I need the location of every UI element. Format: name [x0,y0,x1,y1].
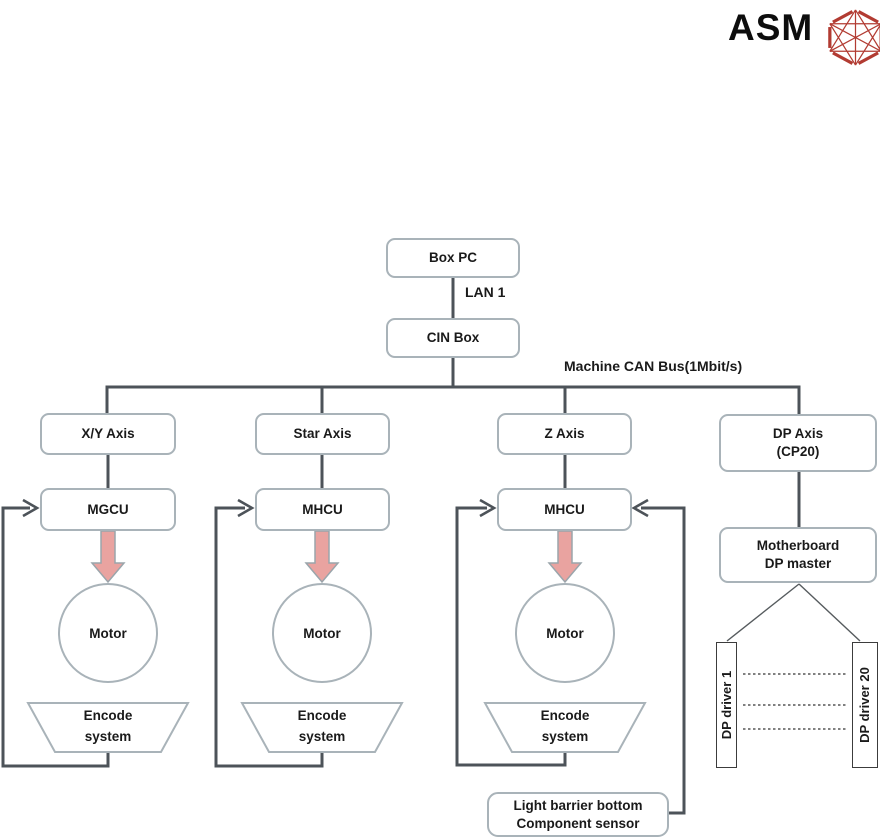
link-master-driver1 [726,583,800,642]
mhcu-z-node: MHCU [497,488,632,531]
motor-label-star: Motor [303,625,341,641]
lan1-label: LAN 1 [465,284,506,300]
thin-links [726,583,861,730]
drive-arrow-star [304,530,340,584]
dp-driver-1-label: DP driver 1 [719,670,734,740]
asm-logo-text: ASM [728,7,814,48]
xy-axis-label: X/Y Axis [81,426,135,442]
cin-box-label: CIN Box [426,330,480,346]
encoder-label-xy-line2: system [84,728,132,744]
motor-circle-z: Motor [515,583,615,683]
star-axis-label: Star Axis [293,426,352,442]
dp-driver-20-label: DP driver 20 [857,667,872,743]
arrowhead-into-mhcu-star [237,498,255,518]
mgcu-node: MGCU [40,488,176,531]
dp-driver-20-box [852,642,878,768]
mgcu-label: MGCU [87,501,129,517]
motor-circle-xy: Motor [58,583,158,683]
light-barrier-label-line2: Component sensor [516,815,640,831]
motherboard-label-line1: Motherboard [756,538,840,554]
light-barrier-sensor-node: Light barrier bottom Component sensor [487,792,669,837]
z-axis-node: Z Axis [497,413,632,455]
encoder-label-xy-line1: Encode [83,708,133,723]
can-bus-line [105,385,801,415]
encoder-trapezoid-z [483,702,647,753]
motor-label-xy: Motor [89,625,127,641]
motherboard-label-line2: DP master [764,556,832,571]
mhcu-star-node: MHCU [255,488,390,531]
encoder-trapezoid-star [240,702,404,753]
asm-logo: ASM [728,7,880,67]
encoder-trapezoids [26,702,647,753]
feedback-loop-xy [1,506,110,768]
hexagon-diagonals [829,9,880,66]
encoder-trapezoid-xy [26,702,190,753]
box-pc-label: Box PC [428,250,477,266]
motherboard-dp-master-node: Motherboard DP master [719,527,877,583]
encoder-label-star-line1: Encode [297,708,347,723]
arrowhead-into-mhcu-z-left [479,498,497,518]
can-bus-label: Machine CAN Bus(1Mbit/s) [564,358,743,374]
dp-driver-1-box [716,642,737,768]
star-axis-node: Star Axis [255,413,390,455]
asm-hexagon-icon [828,9,880,66]
encoder-label-xy: Encode system [38,706,178,748]
arrowheads [22,498,649,518]
arrowhead-into-mgcu [22,498,40,518]
encoder-label-star-line2: system [298,728,346,744]
feedback-loop-star [214,506,324,768]
mhcu-z-label: MHCU [544,501,585,517]
xy-axis-node: X/Y Axis [40,413,176,455]
dp-axis-label-line2: (CP20) [776,444,820,459]
encoder-label-z: Encode system [495,706,635,748]
driver-dotted-lines [743,673,848,730]
hexagon-outline [828,10,880,65]
drive-arrow-z [547,530,583,584]
encoder-label-z-line1: Encode [540,708,590,723]
motor-circle-star: Motor [272,583,372,683]
mhcu-star-label: MHCU [302,501,343,517]
sensor-link-line [641,506,686,815]
connector-lines [1,277,801,815]
drive-arrow-xy [90,530,126,584]
z-axis-label: Z Axis [544,426,585,442]
arrowhead-into-mhcu-z-right [631,498,649,518]
motor-label-z: Motor [546,625,584,641]
dp-axis-label-line1: DP Axis [772,426,824,442]
cin-box-node: CIN Box [386,318,520,358]
red-arrows [90,530,583,584]
encoder-label-star: Encode system [252,706,392,748]
box-pc-node: Box PC [386,238,520,278]
encoder-label-z-line2: system [541,728,589,744]
link-master-driver20 [798,583,861,642]
light-barrier-label-line1: Light barrier bottom [513,797,643,813]
dp-axis-node: DP Axis (CP20) [719,414,877,472]
feedback-loop-z [455,506,567,767]
